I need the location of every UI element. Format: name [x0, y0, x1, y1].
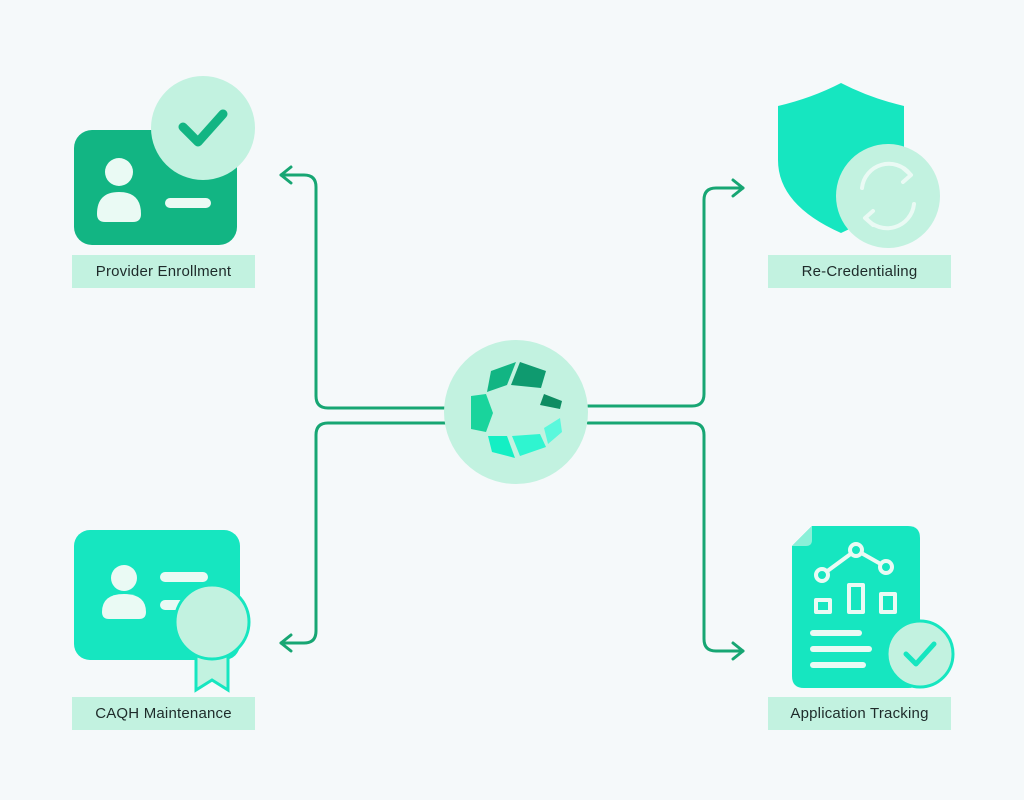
caqh-maintenance-label: CAQH Maintenance	[72, 697, 255, 730]
connectors	[279, 165, 745, 661]
arrowhead-provider-enrollment	[279, 165, 293, 185]
arrowhead-application-tracking	[731, 641, 745, 661]
hexagon-c-logo-icon	[444, 340, 588, 484]
connector-provider-enrollment	[279, 173, 447, 410]
application-tracking-label: Application Tracking	[768, 697, 951, 730]
connector-application-tracking	[586, 421, 745, 653]
arrowhead-re-credentialing	[731, 178, 745, 198]
id-card-check-icon	[74, 76, 255, 245]
report-chart-check-icon	[792, 526, 955, 689]
shield-refresh-icon	[778, 83, 940, 248]
re-credentialing-label: Re-Credentialing	[768, 255, 951, 288]
arrowhead-caqh-maintenance	[279, 633, 293, 653]
connector-re-credentialing	[586, 186, 745, 408]
id-card-badge-icon	[74, 530, 251, 693]
connector-caqh-maintenance	[279, 421, 447, 645]
provider-enrollment-label: Provider Enrollment	[72, 255, 255, 288]
